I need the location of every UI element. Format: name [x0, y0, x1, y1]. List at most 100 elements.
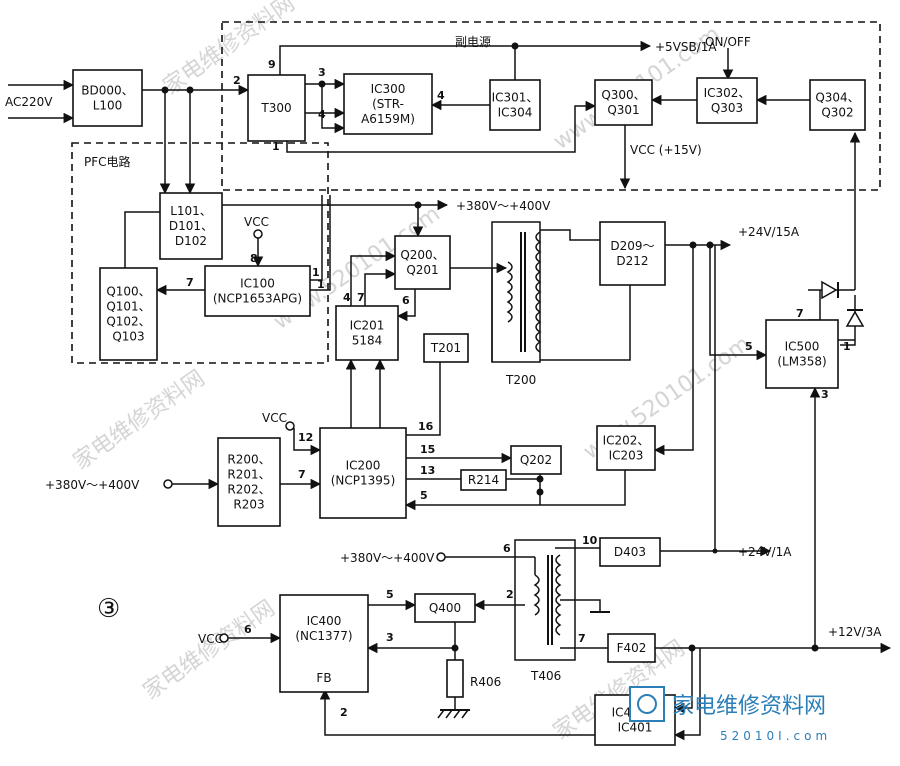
svg-text:VCC: VCC: [244, 215, 269, 229]
ic202-label: IC202、: [603, 434, 650, 448]
pfc-region: [71, 142, 329, 364]
standby-label: 副电源: [455, 35, 491, 49]
ic402-label: IC401: [618, 721, 653, 735]
svg-text:13: 13: [420, 464, 435, 477]
ic400-label: (NC1377): [295, 629, 352, 643]
q200-block: Q200、Q201: [394, 235, 451, 290]
terminals: [163, 229, 446, 643]
t201-block: T201: [423, 333, 469, 363]
q100-block: Q100、Q101、Q102、Q103: [99, 267, 158, 361]
ic400-fb-label: FB: [316, 671, 331, 685]
svg-text:+380V～+400V: +380V～+400V: [45, 478, 140, 492]
svg-text:7: 7: [186, 276, 194, 289]
ic201-label: IC201: [350, 319, 385, 333]
svg-text:12: 12: [298, 431, 313, 444]
bd000-label: BD000、: [81, 84, 133, 98]
svg-text:R406: R406: [470, 675, 501, 689]
t201-label: T201: [430, 341, 461, 355]
r200-label: R201、: [227, 468, 270, 482]
f402-label: F402: [617, 641, 647, 655]
l101-label: D101、: [169, 219, 213, 233]
d209-label: D209～: [610, 239, 654, 253]
svg-text:8: 8: [250, 252, 258, 265]
svg-text:5: 5: [386, 588, 394, 601]
ic100-label: (NCP1653APG): [213, 292, 302, 306]
d403-label: D403: [614, 545, 646, 559]
svg-text:T200: T200: [505, 373, 536, 387]
q304-label: Q304、: [815, 91, 859, 105]
ic500-block: IC500(LM358): [765, 319, 839, 389]
svg-text:5: 5: [420, 489, 428, 502]
circled-number: ③: [97, 594, 120, 624]
svg-text:VCC: VCC: [262, 411, 287, 425]
svg-text:2: 2: [340, 706, 348, 719]
svg-text:3: 3: [821, 388, 829, 401]
ic400-block: IC400(NC1377)FB: [279, 594, 369, 693]
ic500-label: IC500: [785, 340, 820, 354]
r200-label: R203: [233, 498, 264, 512]
ic201-label: 5184: [352, 334, 383, 348]
svg-text:52010I.com: 52010I.com: [720, 729, 831, 743]
svg-text:ON/OFF: ON/OFF: [705, 35, 751, 49]
svg-text:1: 1: [312, 266, 320, 279]
l101-label: D102: [175, 234, 207, 248]
r214-label: R214: [468, 473, 499, 487]
bd000-block: BD000、L100: [72, 69, 143, 127]
ic300-label: IC300: [371, 82, 406, 96]
transformer-t200: T200: [491, 221, 542, 387]
svg-text:+24V/1A: +24V/1A: [738, 545, 792, 559]
svg-text:+380V～+400V: +380V～+400V: [340, 551, 435, 565]
pin-numbers: 2 9 1 3 4 4 8 7 1 1 4 7 6 12 7 16 15 13 …: [186, 58, 851, 719]
svg-text:4: 4: [343, 291, 351, 304]
svg-text:+380V～+400V: +380V～+400V: [456, 199, 551, 213]
ic300-label: (STR-: [372, 97, 404, 111]
t300-block: T300: [247, 74, 306, 142]
svg-text:16: 16: [418, 420, 434, 433]
f402-block: F402: [607, 633, 656, 663]
ic301-block: IC301、IC304: [489, 79, 541, 131]
svg-text:7: 7: [357, 291, 365, 304]
ic301-label: IC301、: [492, 91, 539, 105]
ic300-label: A6159M): [361, 112, 415, 126]
q100-label: Q102、: [106, 315, 150, 329]
q300-label: Q300、: [601, 88, 645, 102]
site-watermark: 家电维修资料网 52010I.com: [629, 686, 831, 743]
svg-text:VCC (+15V): VCC (+15V): [630, 143, 702, 157]
d209-block: D209～D212: [599, 221, 666, 286]
q200-label: Q201: [406, 263, 438, 277]
q300-label: Q301: [607, 103, 639, 117]
signal-labels: AC220V +5VSB/1A ON/OFF VCC (+15V) +380V～…: [5, 35, 882, 646]
t300-label: T300: [260, 101, 291, 115]
svg-text:6: 6: [402, 294, 410, 307]
q202-block: Q202: [510, 445, 562, 475]
q100-label: Q100、: [106, 285, 150, 299]
resistor-r406: R406: [437, 659, 501, 719]
q304-block: Q304、Q302: [809, 79, 866, 131]
ic301-label: IC304: [498, 106, 533, 120]
svg-text:家电维修资料网: 家电维修资料网: [69, 366, 210, 475]
q400-label: Q400: [429, 601, 461, 615]
pfc-label: PFC电路: [84, 154, 131, 169]
svg-text:2: 2: [233, 74, 241, 87]
r214-block: R214: [460, 469, 507, 491]
q100-label: Q103: [112, 330, 144, 344]
svg-text:3: 3: [386, 631, 394, 644]
r200-label: R200、: [227, 453, 270, 467]
junction-dots: [161, 42, 819, 652]
svg-text:AC220V: AC220V: [5, 95, 53, 109]
transformer-t406: T406: [514, 539, 610, 683]
svg-text:1: 1: [317, 278, 325, 291]
q400-block: Q400: [414, 593, 476, 623]
svg-text:VCC: VCC: [198, 632, 223, 646]
svg-text:1: 1: [272, 140, 280, 153]
ic302-block: IC302、Q303: [696, 77, 758, 124]
svg-text:7: 7: [578, 632, 586, 645]
svg-text:+5VSB/1A: +5VSB/1A: [655, 40, 717, 54]
svg-text:+12V/3A: +12V/3A: [828, 625, 882, 639]
r200-label: R202、: [227, 483, 270, 497]
svg-text:5: 5: [745, 340, 753, 353]
d403-block: D403: [599, 537, 661, 567]
q202-label: Q202: [520, 453, 552, 467]
